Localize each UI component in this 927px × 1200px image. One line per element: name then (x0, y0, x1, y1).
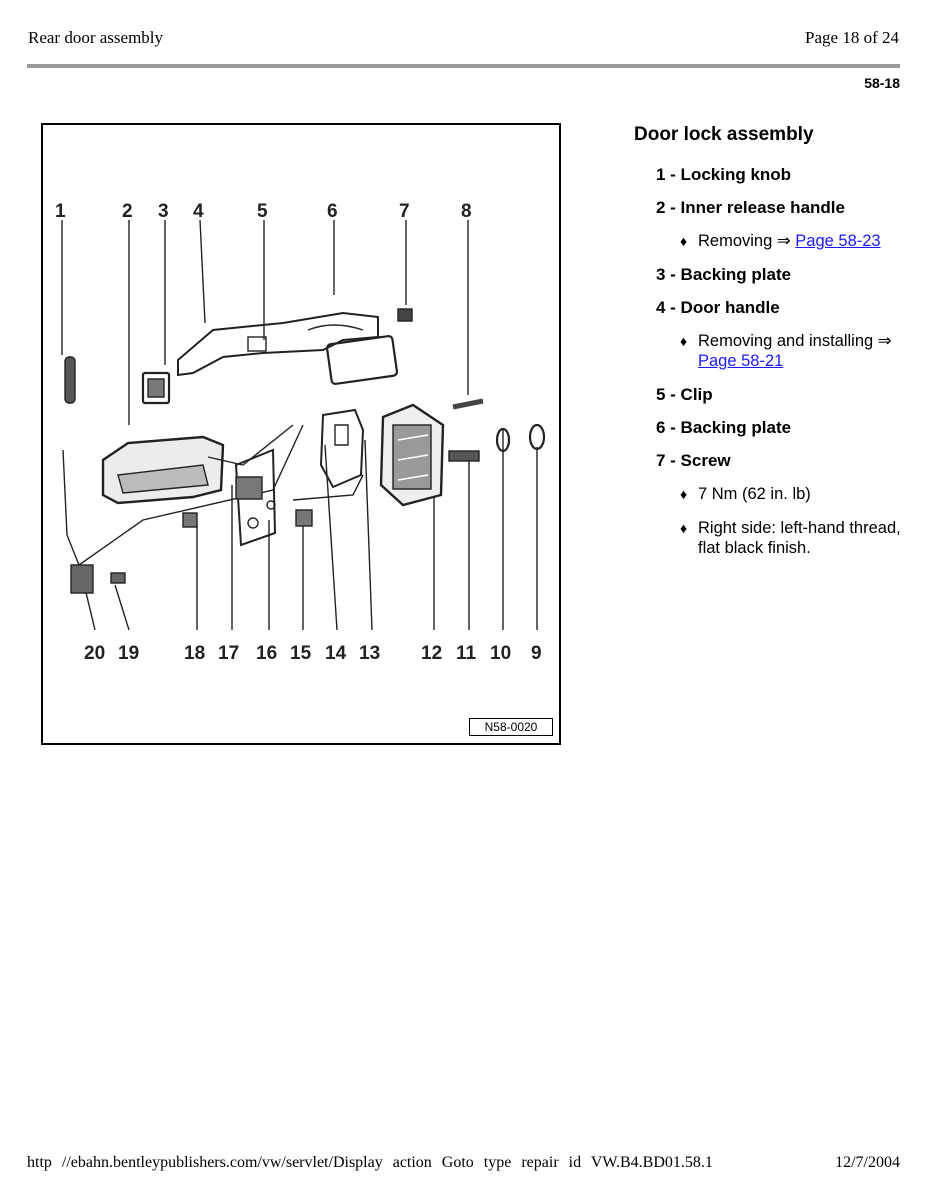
bullet-text: 7 Nm (62 in. lb) (698, 485, 811, 503)
diamond-bullet-icon: ♦ (680, 520, 688, 536)
bullet-list: ♦ 7 Nm (62 in. lb) ♦ Right side: left-hand … (680, 484, 909, 558)
footer-date: 12/7/2004 (835, 1154, 900, 1171)
callout-6: 6 (327, 201, 338, 222)
callout-1: 1 (55, 201, 66, 222)
callout-3: 3 (158, 201, 169, 222)
parts-list: Door lock assembly 1 - Locking knob 2 - I… (634, 124, 909, 572)
diamond-bullet-icon: ♦ (680, 333, 688, 349)
footer-url: http //ebahn.bentleypublishers.com/vw/se… (27, 1154, 713, 1171)
spacer (634, 285, 909, 298)
parts-list-item: 7 - Screw (656, 451, 731, 470)
figure-id-label: N58-0020 (469, 718, 553, 736)
parts-items: 1 - Locking knob 2 - Inner release handle… (634, 165, 909, 558)
parts-list-item: 5 - Clip (656, 385, 713, 404)
parts-list-item: 3 - Backing plate (656, 265, 792, 284)
parts-list-item: 2 - Inner release handle (656, 198, 845, 217)
spacer (634, 318, 909, 331)
bullet-text: Removing and installing ⇒ (698, 332, 892, 350)
callout-11: 11 (456, 643, 477, 664)
callout-19: 19 (118, 643, 139, 664)
spacer (634, 438, 909, 451)
callout-13: 13 (359, 643, 380, 664)
callout-14: 14 (325, 643, 347, 664)
callout-17: 17 (218, 643, 239, 664)
page-reference-link[interactable]: Page 58-23 (795, 232, 881, 250)
bullet-text: Removing ⇒ (698, 232, 796, 250)
callout-2: 2 (122, 201, 133, 222)
page-header-title: Rear door assembly (28, 28, 164, 47)
spacer (634, 185, 909, 198)
parts-list-item: 1 - Locking knob (656, 165, 792, 184)
exploded-diagram-figure: 1 2 3 4 5 6 7 8 20 19 18 17 16 15 14 13 … (41, 123, 561, 745)
bullet-item: ♦ Removing ⇒ Page 58-23 (680, 231, 909, 251)
bullet-list: ♦ Removing ⇒ Page 58-23 (680, 231, 909, 251)
spacer (634, 218, 909, 231)
section-title: Door lock assembly (634, 124, 814, 145)
door-lock-exploded-view: 1 2 3 4 5 6 7 8 20 19 18 17 16 15 14 13 … (55, 201, 546, 664)
callout-20: 20 (84, 643, 105, 664)
header-rule (27, 64, 900, 68)
callout-16: 16 (256, 643, 277, 664)
diamond-bullet-icon: ♦ (680, 486, 688, 502)
parts-list-item: 6 - Backing plate (656, 418, 792, 437)
callout-18: 18 (184, 643, 205, 664)
callout-5: 5 (257, 201, 268, 222)
callout-4: 4 (193, 201, 204, 222)
callout-15: 15 (290, 643, 312, 664)
parts-list-item: 4 - Door handle (656, 298, 780, 317)
page-reference-link[interactable]: Page 58-21 (698, 352, 784, 370)
bullet-text: Right side: left-hand thread, flat black… (698, 519, 901, 557)
bullet-list: ♦ Removing and installing ⇒ Page 58-21 (680, 331, 909, 371)
bullet-item: ♦ 7 Nm (62 in. lb) (680, 484, 909, 504)
page-indicator: Page 18 of 24 (805, 28, 899, 47)
bullet-item: ♦ Right side: left-hand thread, flat blac… (680, 518, 909, 558)
spacer (634, 405, 909, 418)
callout-7: 7 (399, 201, 410, 222)
diamond-bullet-icon: ♦ (680, 233, 688, 249)
callout-8: 8 (461, 201, 472, 222)
spacer (634, 471, 909, 484)
callout-10: 10 (490, 643, 511, 664)
section-number: 58-18 (864, 75, 900, 91)
callout-12: 12 (421, 643, 442, 664)
callout-9: 9 (531, 643, 542, 664)
bullet-item: ♦ Removing and installing ⇒ Page 58-21 (680, 331, 909, 371)
